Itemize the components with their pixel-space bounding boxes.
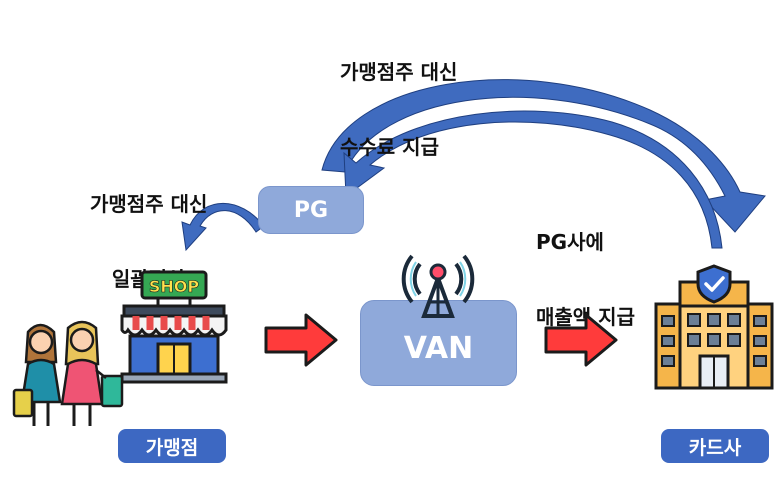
fee-payment-arrow xyxy=(321,79,766,233)
fee-note-line1: 가맹점주 대신 xyxy=(340,60,458,84)
antenna-icon xyxy=(401,254,475,318)
sales-note: PG사에 매출액 지급 xyxy=(536,180,635,380)
bank-building-icon xyxy=(654,264,774,390)
shield-icon xyxy=(696,264,732,304)
sales-payment-arrow xyxy=(343,110,723,249)
sales-note-line1: PG사에 xyxy=(536,230,604,254)
settlement-arrow xyxy=(181,203,265,252)
settlement-note-line1: 가맹점주 대신 xyxy=(90,192,208,216)
card-company-label: 카드사 xyxy=(688,436,742,459)
sales-note-line2: 매출액 지급 xyxy=(536,305,635,329)
merchant-label: 가맹점 xyxy=(145,436,199,459)
red-arrow-merchant-to-van xyxy=(264,313,338,367)
card-company-tag: 카드사 xyxy=(661,429,769,463)
van-label: VAN xyxy=(403,330,474,366)
pg-box: PG xyxy=(258,186,364,234)
shop-sign-text: SHOP xyxy=(149,277,200,296)
shoppers-icon xyxy=(12,320,124,426)
fee-note-line2: 수수료 지급 xyxy=(340,135,439,159)
fee-note: 가맹점주 대신 수수료 지급 xyxy=(340,10,457,210)
shop-icon: SHOP xyxy=(120,270,228,384)
red-arrow-van-to-card xyxy=(544,313,618,367)
merchant-tag: 가맹점 xyxy=(118,429,226,463)
pg-label: PG xyxy=(293,197,329,223)
